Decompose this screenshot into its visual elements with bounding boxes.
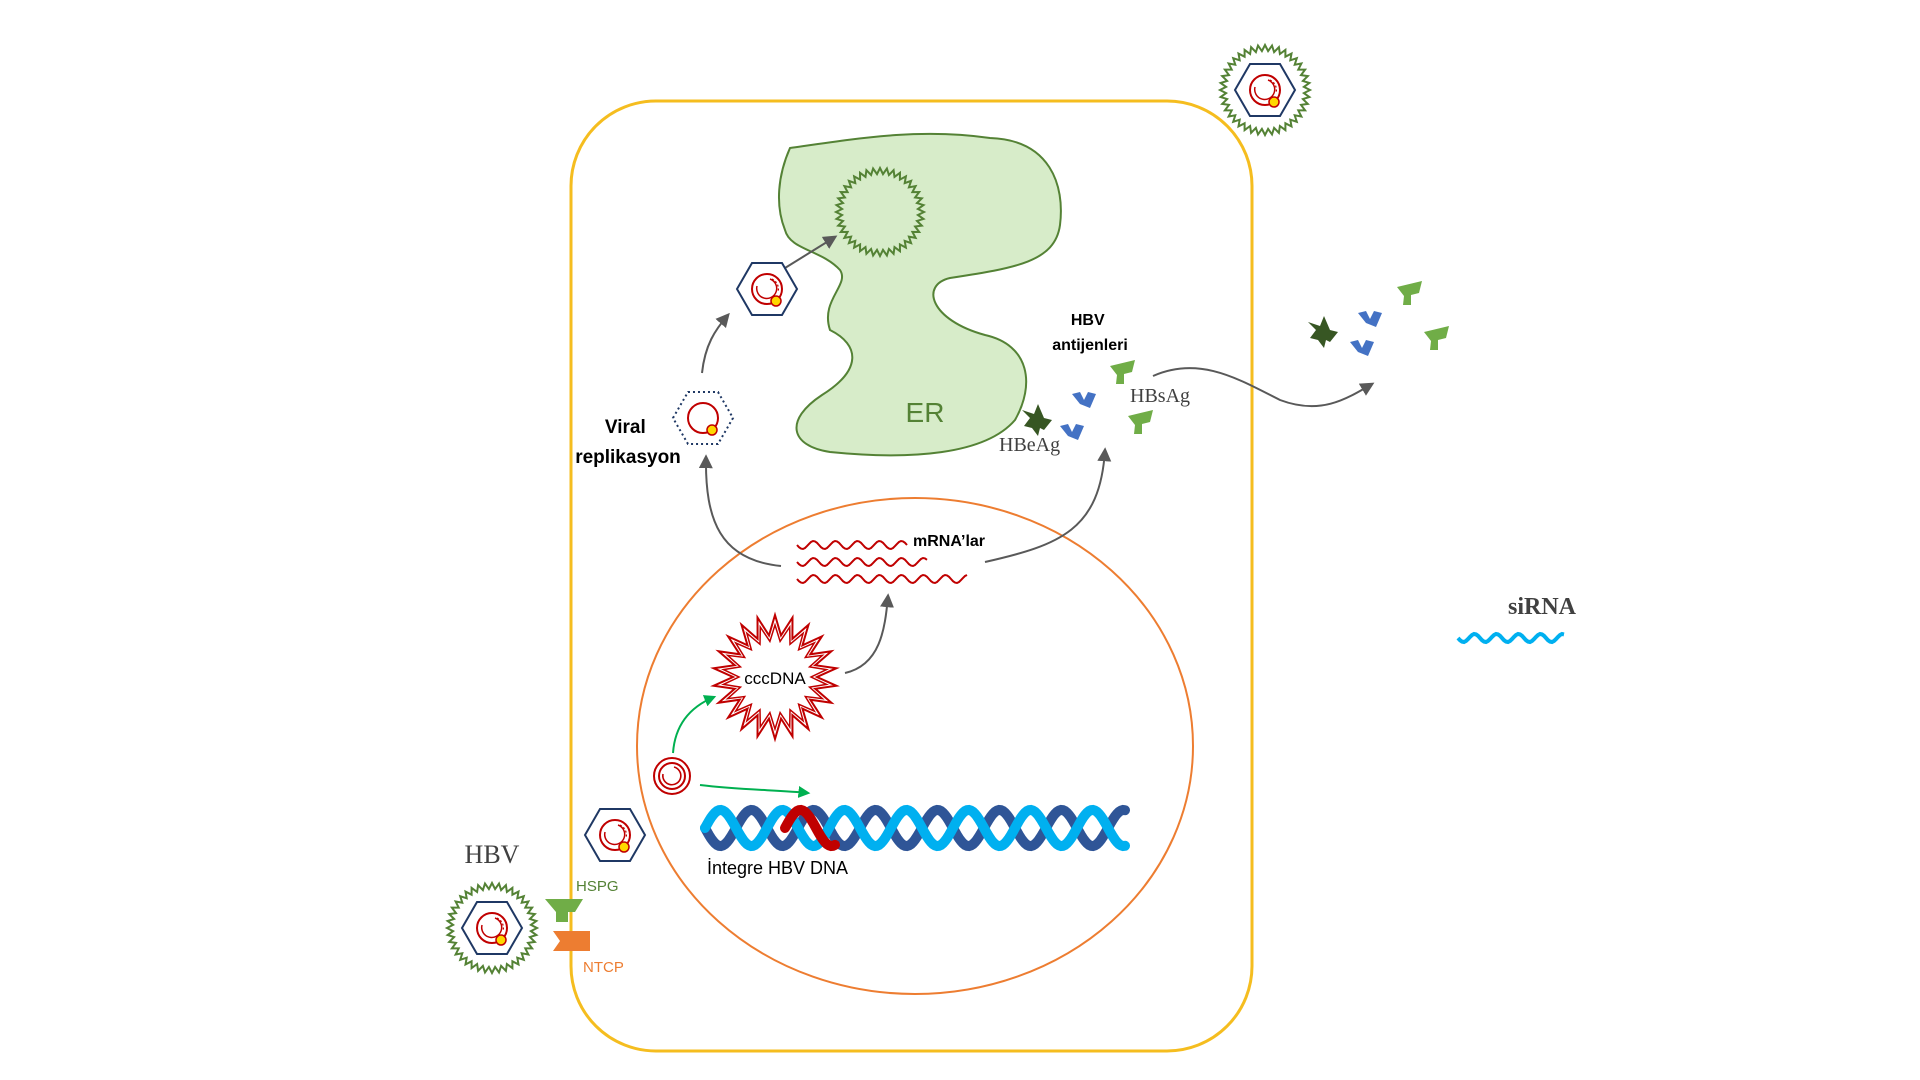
er-label: ER	[906, 397, 945, 428]
dna-helix-icon	[700, 804, 1130, 852]
cccdna-label: cccDNA	[744, 669, 806, 688]
arrow-rcdna-to-integration	[699, 784, 811, 798]
hbsag-label: HBsAg	[1130, 385, 1190, 407]
sirna-label: siRNA	[1508, 594, 1577, 620]
secreted-hbcag-like-icon	[1350, 311, 1382, 356]
hbeag-label: HBeAg	[999, 434, 1060, 456]
hspg-label: HSPG	[576, 878, 619, 895]
arrow-antigen-secretion	[1152, 367, 1375, 408]
integrated-dna-label: İntegre HBV DNA	[707, 858, 848, 878]
secreted-hbeag-icon	[1308, 316, 1338, 348]
arrow-cccdna-to-mrna	[844, 593, 894, 674]
nucleus	[636, 497, 1194, 995]
hbv-antigens-label: HBV antijenleri	[1052, 312, 1128, 354]
arrow-capsid-maturation	[701, 312, 730, 374]
mrna-label: mRNA’lar	[913, 533, 985, 550]
mature-capsid-icon	[736, 262, 798, 316]
viral-replication-label: Viral replikasyon	[575, 417, 681, 468]
mrna-icon	[796, 539, 968, 585]
endoplasmic-reticulum	[777, 132, 1062, 457]
arrow-rcdna-to-cccdna	[672, 695, 717, 754]
ntcp-label: NTCP	[583, 959, 624, 976]
envelope-in-er-icon	[833, 165, 927, 259]
sirna-icon	[1456, 631, 1565, 645]
immature-capsid-icon	[671, 391, 735, 445]
arrow-mrna-to-replication	[698, 454, 782, 567]
hbcag-like-icon	[1060, 392, 1096, 440]
cell-membrane	[569, 99, 1254, 1053]
hspg-receptor-icon	[545, 899, 583, 922]
hbv-label: HBV	[465, 840, 520, 869]
rcdna-icon	[658, 762, 686, 790]
entering-capsid-icon	[584, 808, 646, 862]
hbv-virion-icon	[444, 880, 540, 976]
ntcp-receptor-icon	[553, 931, 590, 951]
hbeag-icon	[1022, 404, 1052, 436]
arrow-to-er	[784, 235, 838, 269]
hbsag-icon	[1110, 360, 1153, 434]
secreted-hbsag-icon	[1397, 281, 1449, 350]
arrow-mrna-to-antigens	[984, 447, 1112, 563]
released-virion-icon	[1217, 42, 1313, 138]
